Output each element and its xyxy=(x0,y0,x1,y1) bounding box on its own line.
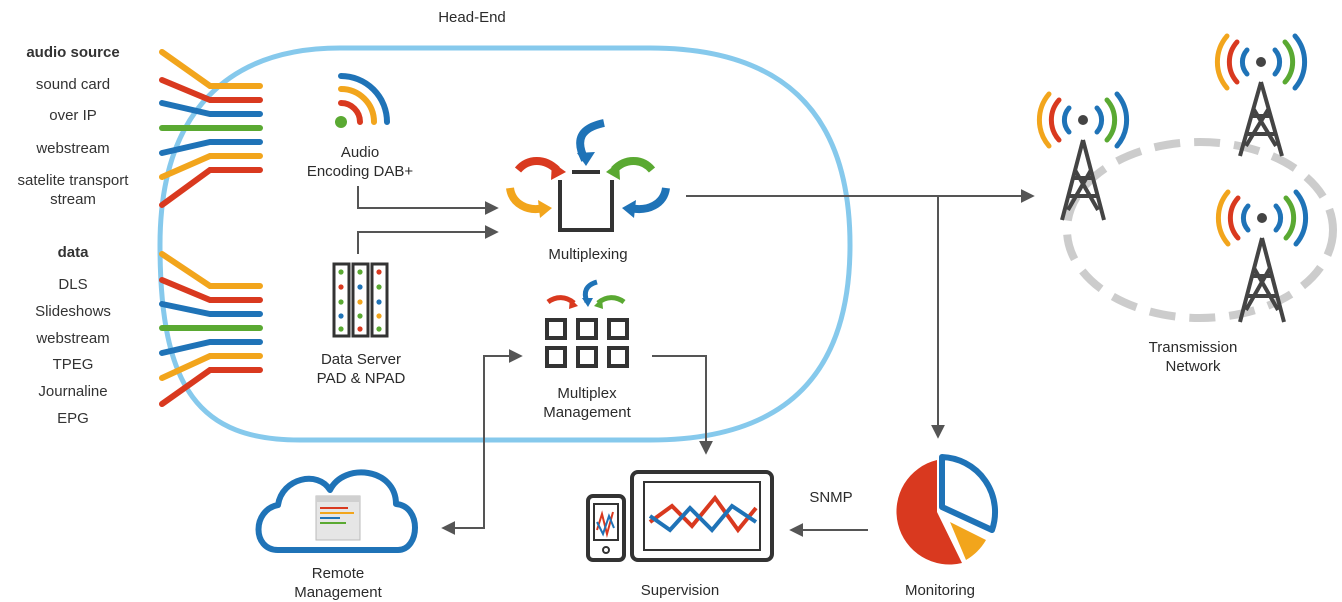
antenna-tower-icon xyxy=(1215,189,1309,323)
data-source-fan xyxy=(159,251,263,407)
audio-source-item: sound card xyxy=(35,76,111,93)
server-rack-icon xyxy=(332,262,389,338)
multiplex-management-label-line1: Multiplex xyxy=(557,385,617,402)
antenna-tower-icon xyxy=(1214,33,1308,157)
data-source-item: Journaline xyxy=(38,383,108,400)
remote-management-label-line1: Remote xyxy=(311,565,365,582)
multiplexing-icon xyxy=(506,119,670,232)
audio-source-item: stream xyxy=(50,191,96,208)
broadcast-signal-icon xyxy=(335,73,390,128)
pie-chart-icon xyxy=(896,454,999,565)
grid-icon xyxy=(545,279,629,368)
monitoring-label: Monitoring xyxy=(904,582,976,599)
data-source-item: webstream xyxy=(36,330,110,347)
data-source-item: TPEG xyxy=(52,356,94,373)
supervision-label: Supervision xyxy=(640,582,720,599)
remote-management-label-line2: Management xyxy=(294,584,382,601)
data-source-item: Slideshows xyxy=(35,303,111,320)
flow-arrows xyxy=(357,186,1035,537)
cloud-icon xyxy=(255,469,418,553)
transmission-network-label-line1: Transmission xyxy=(1148,339,1238,356)
antenna-tower-icon xyxy=(1036,91,1130,221)
monitor-icon xyxy=(586,470,774,562)
data-server-label-line2: PAD & NPAD xyxy=(316,370,406,387)
multiplexing-label: Multiplexing xyxy=(548,246,628,263)
audio-source-item: over IP xyxy=(49,107,97,124)
snmp-label: SNMP xyxy=(809,489,853,506)
data-source-item: EPG xyxy=(57,410,89,427)
audio-encoding-label-line1: Audio xyxy=(340,144,380,161)
audio-source-heading: audio source xyxy=(26,44,120,61)
data-server-label-line1: Data Server xyxy=(320,351,402,368)
audio-encoding-label-line2: Encoding DAB+ xyxy=(306,163,414,180)
headend-title: Head-End xyxy=(438,9,506,26)
data-source-item: DLS xyxy=(58,276,88,293)
audio-source-item: satelite transport xyxy=(17,172,129,189)
audio-source-fan xyxy=(159,49,263,208)
transmission-ring xyxy=(1063,138,1337,322)
audio-source-item: webstream xyxy=(36,140,110,157)
headend-boundary xyxy=(157,45,853,443)
data-source-heading: data xyxy=(57,244,89,261)
transmission-network-label-line2: Network xyxy=(1165,358,1221,375)
multiplex-management-label-line2: Management xyxy=(543,404,631,421)
